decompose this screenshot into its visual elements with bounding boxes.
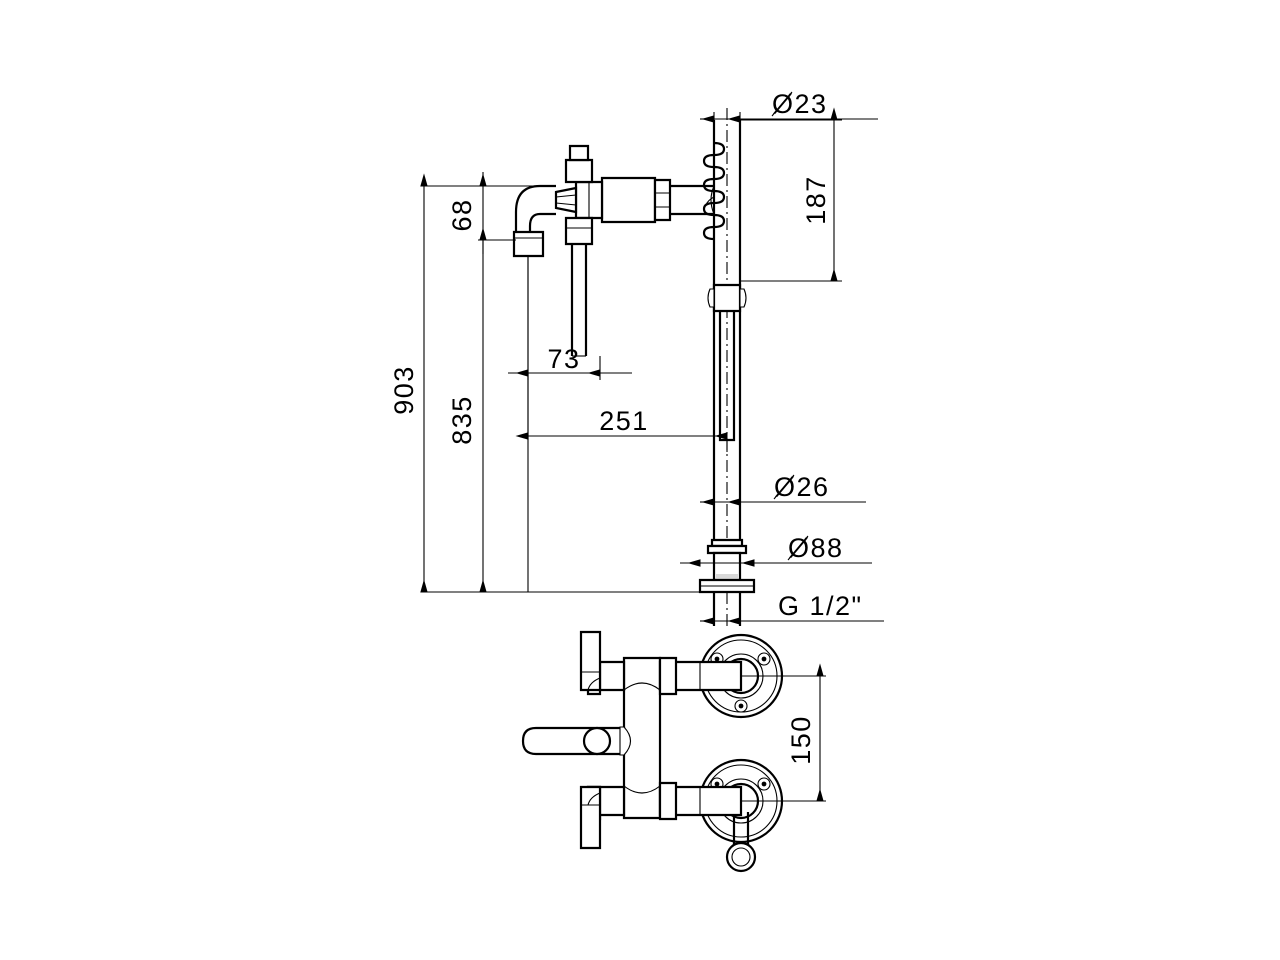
dimension-251: 251 [515,373,728,452]
upper-valve-arm [658,656,743,696]
dimension-label-dia-23: Ø23 [772,89,828,119]
handshower-wand [707,283,747,442]
dimension-label-dia-26: Ø26 [774,472,830,502]
dimension-label-73: 73 [547,344,580,374]
dimension-label-835: 835 [447,395,477,445]
dimension-dia-26: Ø26 [700,472,866,506]
center-lever-handle[interactable] [521,726,632,756]
dimension-label-150: 150 [786,715,816,765]
dimension-903: 903 [389,173,478,593]
dimension-label-dia-88: Ø88 [788,533,844,563]
dimension-label-903: 903 [389,365,419,415]
dimension-dia-88: Ø88 [680,533,872,567]
dimension-label-251: 251 [599,406,649,436]
lower-valve-arm [658,781,743,821]
dimension-dia-23: Ø23 [700,89,878,123]
hose-coil [702,141,726,241]
side-elevation-view [424,108,756,626]
diverter-drop-pipe [570,244,588,357]
dimension-73: 73 [508,256,632,380]
dimension-150: 150 [741,663,826,802]
base-escutcheon [698,538,756,594]
dimension-label-187: 187 [801,175,831,225]
dimension-label-thread: G 1/2" [778,591,863,621]
dimension-label-68: 68 [447,198,477,231]
dimension-835: 835 [447,240,487,593]
dimension-thread: G 1/2" [700,591,884,625]
diverter-union-body [554,144,672,246]
lower-lever-handle[interactable] [579,785,626,850]
dimension-187: 187 [740,107,842,282]
front-valve-view [521,630,784,873]
hose-hanger-ring [725,812,757,873]
upper-lever-handle[interactable] [579,630,626,696]
